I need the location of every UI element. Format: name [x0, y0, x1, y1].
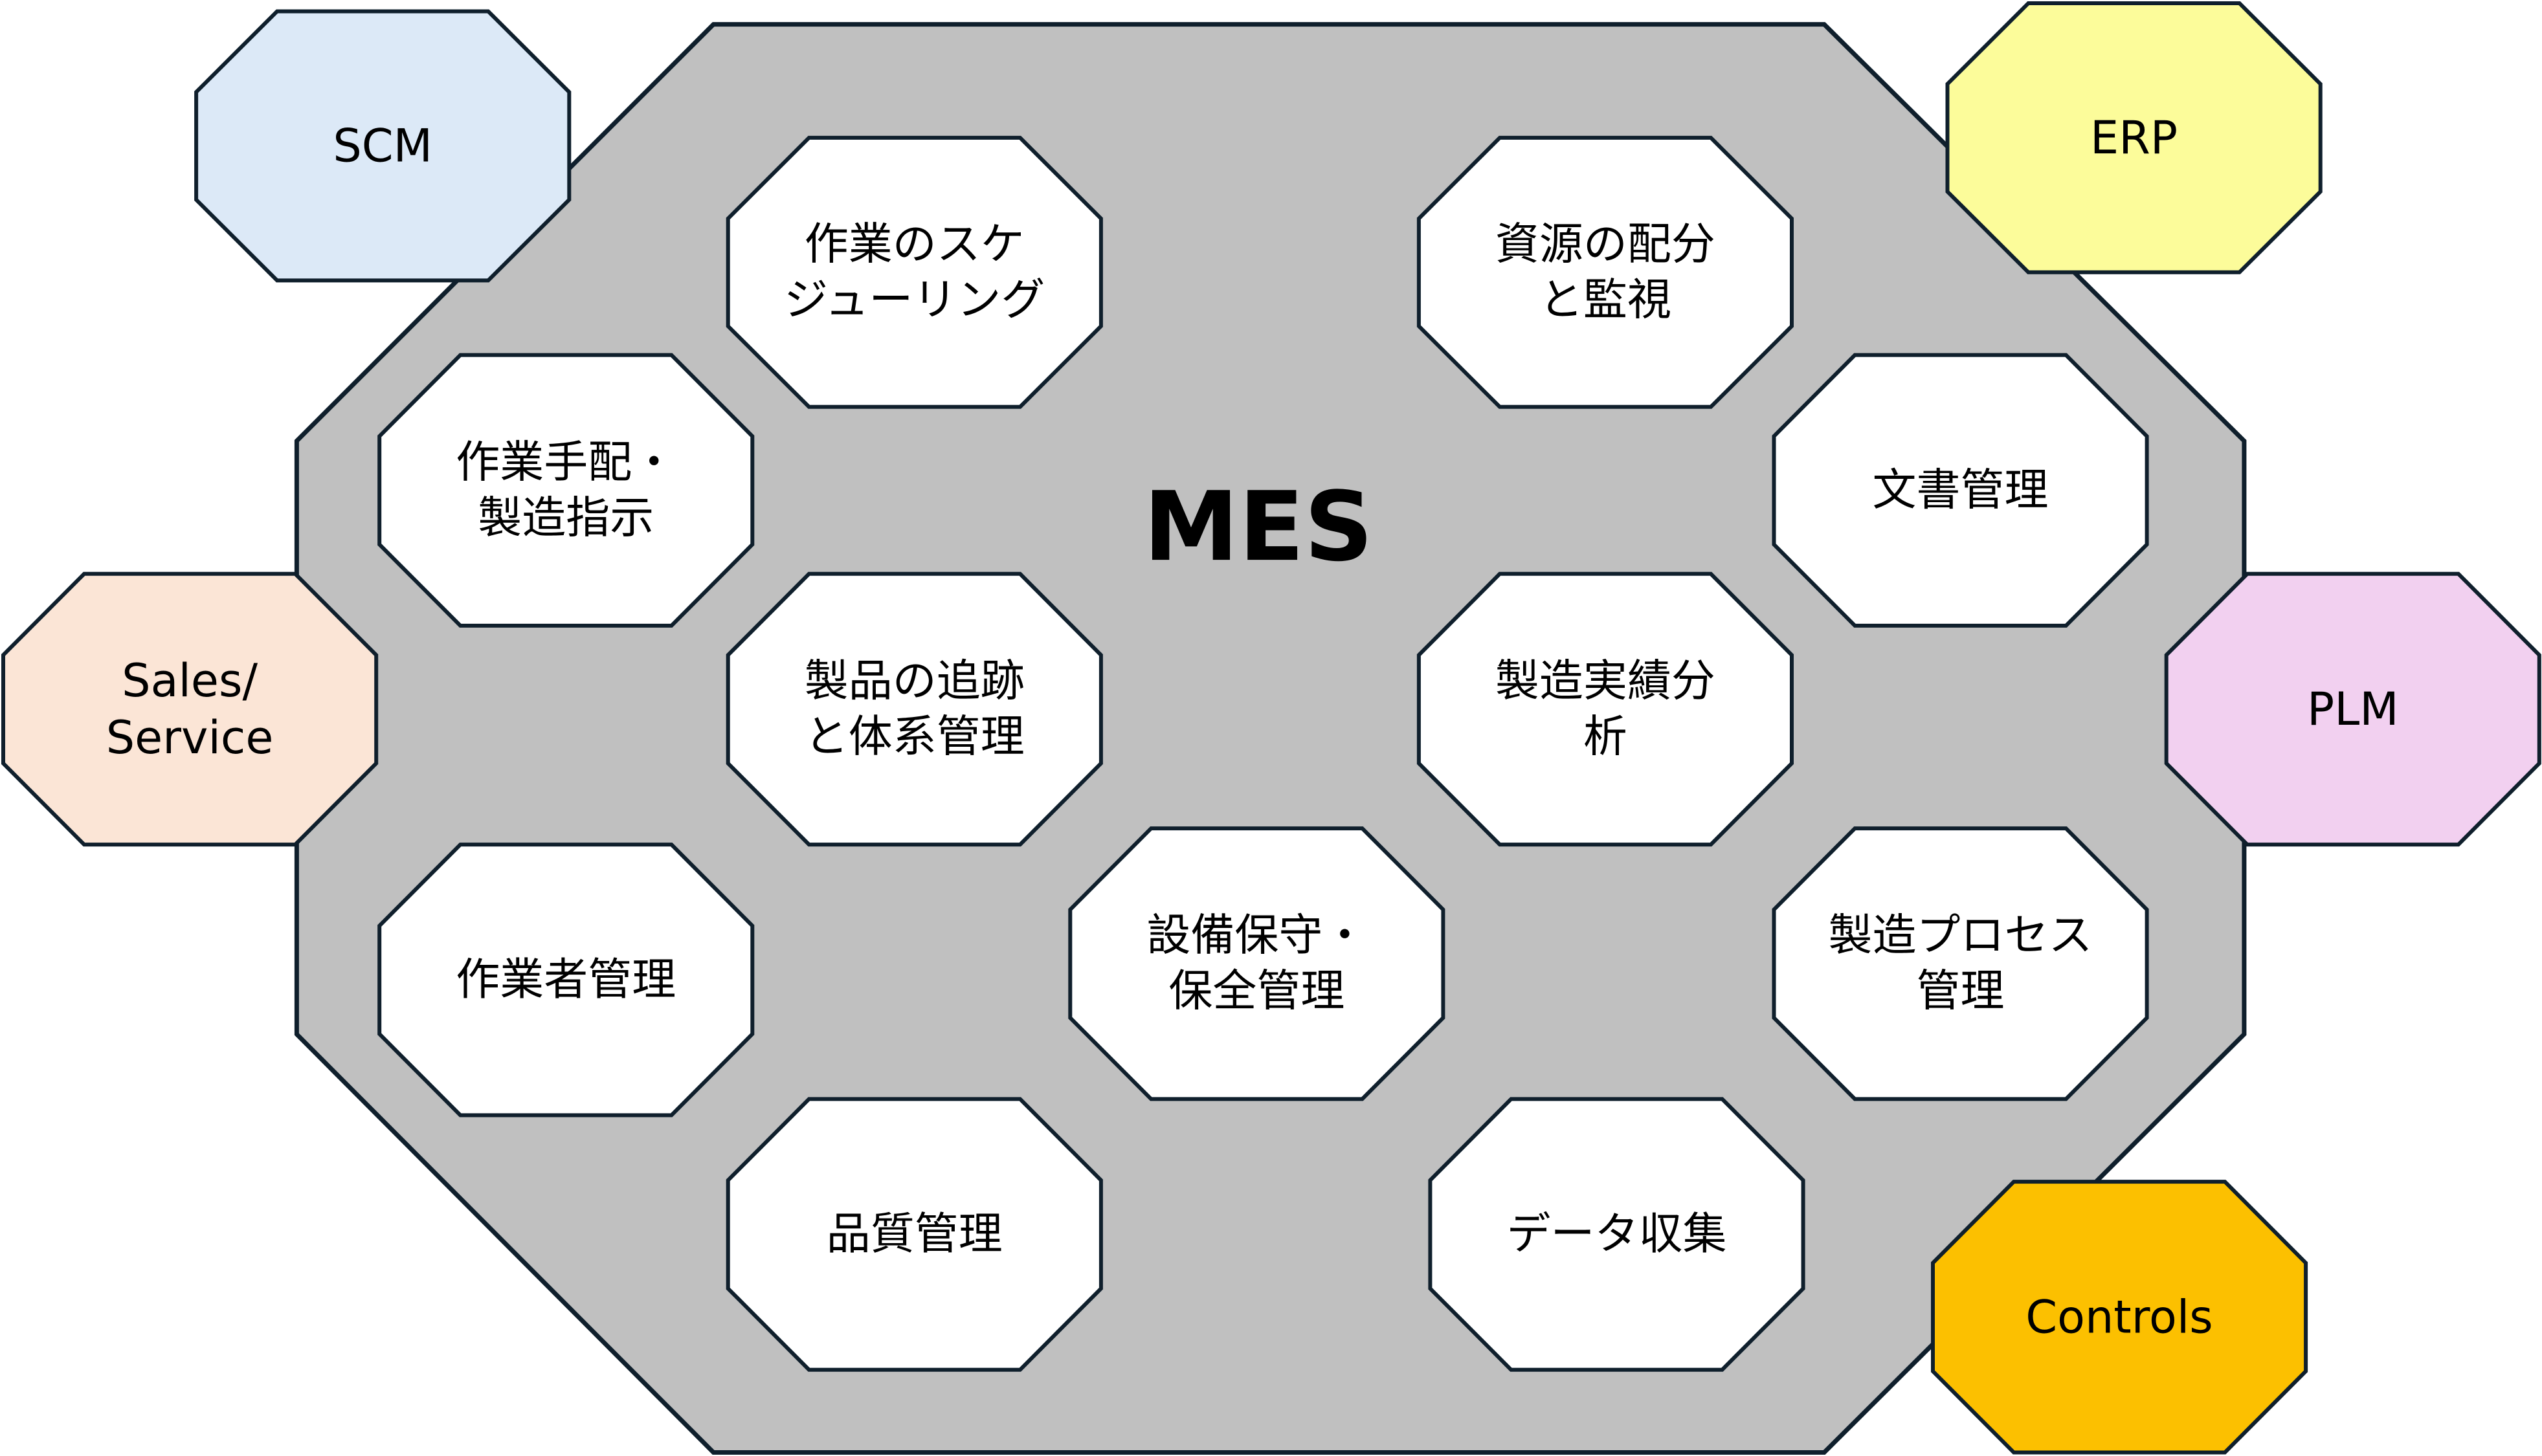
external-erp-label: ERP — [2090, 111, 2178, 164]
function-quality-label: 品質管理 — [827, 1209, 1003, 1260]
function-data-shape — [1428, 1097, 1805, 1372]
external-erp-shape — [1945, 1, 2323, 274]
function-resource-shape — [1416, 135, 1794, 409]
external-controls: Controls — [1931, 1180, 2308, 1455]
function-scheduling-label: 作業のスケ — [805, 219, 1025, 270]
function-quality: 品質管理 — [726, 1097, 1103, 1372]
function-quality-shape — [726, 1097, 1103, 1372]
function-maintenance-label: 設備保守・ — [1146, 910, 1366, 962]
mes-boundary — [294, 22, 2247, 1455]
external-sales-label: Service — [106, 711, 274, 764]
function-scheduling-label: ジューリング — [784, 274, 1045, 325]
function-process-shape — [1772, 826, 2149, 1101]
function-dispatch-label: 作業手配・ — [456, 437, 676, 488]
function-dispatch-label: 製造指示 — [478, 492, 654, 544]
external-controls-shape — [1931, 1180, 2308, 1455]
mes-label: MES — [1143, 471, 1373, 582]
external-plm-label: PLM — [2307, 683, 2399, 736]
function-process-label: 管理 — [1916, 966, 2004, 1017]
function-labor-shape — [377, 843, 755, 1118]
function-data-label: データ収集 — [1506, 1209, 1726, 1260]
function-labor-label: 作業者管理 — [456, 954, 676, 1006]
external-sales-shape — [1, 571, 379, 847]
external-sales-label: Sales/ — [122, 654, 258, 707]
external-scm: SCM — [194, 9, 572, 283]
function-maintenance-label: 保全管理 — [1168, 966, 1344, 1017]
function-labor: 作業者管理 — [377, 843, 755, 1118]
external-controls-label: Controls — [2025, 1290, 2213, 1343]
function-scheduling-shape — [726, 135, 1103, 409]
function-tracking-shape — [726, 571, 1103, 847]
function-dispatch-shape — [377, 353, 755, 628]
function-document-label: 文書管理 — [1872, 465, 2048, 516]
function-maintenance-shape — [1068, 826, 1445, 1101]
function-maintenance: 設備保守・保全管理 — [1068, 826, 1445, 1101]
function-resource-label: 資源の配分 — [1495, 219, 1715, 270]
function-tracking-label: 製品の追跡 — [805, 656, 1025, 707]
function-analysis-label: 析 — [1583, 711, 1627, 762]
function-dispatch: 作業手配・製造指示 — [377, 353, 755, 628]
function-analysis-shape — [1416, 571, 1794, 847]
function-document: 文書管理 — [1772, 353, 2149, 628]
external-plm: PLM — [2164, 571, 2541, 847]
external-scm-shape — [194, 9, 572, 283]
function-tracking-label: と体系管理 — [805, 711, 1025, 762]
external-scm-label: SCM — [333, 119, 432, 172]
function-data: データ収集 — [1428, 1097, 1805, 1372]
function-process-label: 製造プロセス — [1828, 910, 2092, 962]
function-analysis-label: 製造実績分 — [1495, 656, 1715, 707]
external-erp: ERP — [1945, 1, 2323, 274]
external-sales: Sales/Service — [1, 571, 379, 847]
function-document-shape — [1772, 353, 2149, 628]
external-plm-shape — [2164, 571, 2541, 847]
function-resource-label: と監視 — [1539, 274, 1671, 325]
